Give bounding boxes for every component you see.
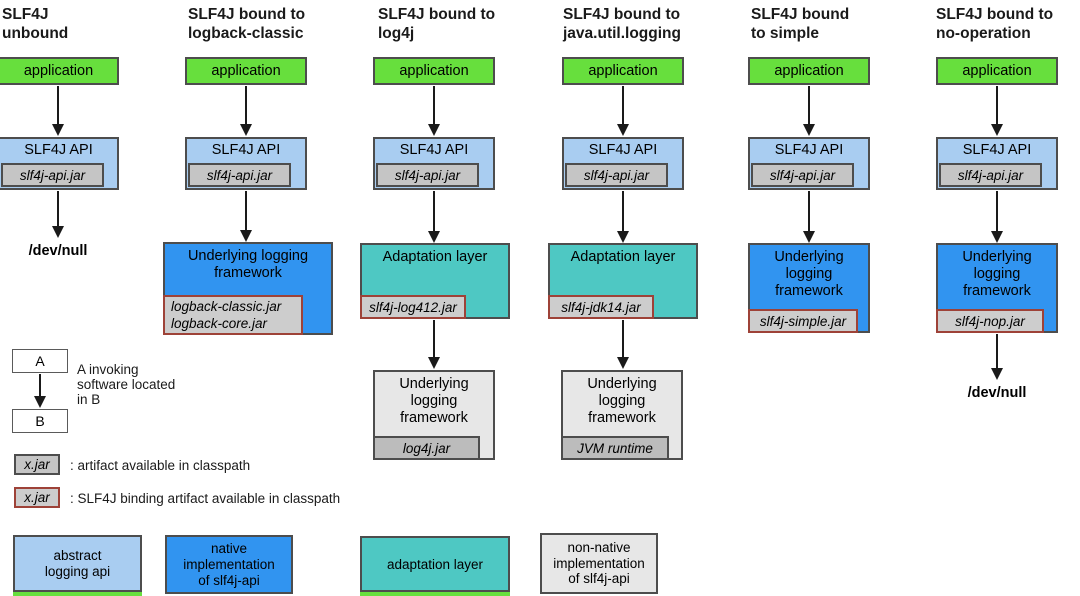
application-label: application — [774, 62, 844, 79]
legend-binding-jar: x.jar — [14, 487, 60, 508]
slf4j-api-jar: slf4j-api.jar — [751, 163, 854, 187]
dev-null-label: /dev/null — [28, 243, 88, 259]
down-arrow — [991, 86, 1003, 136]
slf4j-api-box: SLF4J API slf4j-api.jar — [0, 137, 119, 190]
dev-null-label: /dev/null — [967, 385, 1027, 401]
down-arrow — [52, 191, 64, 238]
column-title-log4j: SLF4J bound to log4j — [378, 6, 496, 42]
underlying-framework-box: Underlying logging framework slf4j-simpl… — [748, 243, 870, 333]
down-arrow — [803, 191, 815, 243]
down-arrow — [428, 86, 440, 136]
application-label: application — [399, 62, 469, 79]
column-title-jul: SLF4J bound to java.util.logging — [563, 6, 681, 42]
adaptation-layer-box: Adaptation layer slf4j-log412.jar — [360, 243, 510, 319]
down-arrow — [991, 191, 1003, 243]
slf4j-api-label: SLF4J API — [24, 142, 93, 158]
legend-box-a: A — [12, 349, 68, 373]
down-arrow — [991, 334, 1003, 380]
legend-box-b-label: B — [35, 412, 45, 429]
column-title-logback: SLF4J bound to logback-classic — [188, 6, 306, 42]
binding-jar: slf4j-jdk14.jar — [548, 295, 654, 319]
application-label: application — [588, 62, 658, 79]
legend-swatch-label: adaptation layer — [386, 556, 484, 572]
column-title-unbound: SLF4J unbound — [2, 6, 69, 42]
underlying-framework-box: Underlying logging framework log4j.jar — [373, 370, 495, 460]
slf4j-api-label: SLF4J API — [211, 142, 281, 158]
artifact-jar: log4j.jar — [373, 436, 480, 460]
slf4j-api-label: SLF4J API — [774, 142, 844, 158]
down-arrow — [428, 320, 440, 369]
legend-swatch-label: native implementation of slf4j-api — [183, 540, 275, 588]
adaptation-layer-label: Adaptation layer — [382, 249, 488, 265]
legend-invoke-caption: A invoking software located in B — [77, 362, 176, 407]
legend-artifact-jar: x.jar — [14, 454, 60, 475]
column-title-simple: SLF4J bound to simple — [751, 6, 850, 42]
column-title-nop: SLF4J bound to no-operation — [936, 6, 1054, 42]
down-arrow — [34, 374, 46, 408]
underlying-framework-box: Underlying logging framework slf4j-nop.j… — [936, 243, 1058, 333]
legend-swatch-native-impl: native implementation of slf4j-api — [165, 535, 293, 594]
slf4j-api-box: SLF4J API slf4j-api.jar — [562, 137, 684, 190]
down-arrow — [617, 320, 629, 369]
binding-jar: slf4j-nop.jar — [936, 309, 1044, 333]
legend-artifact-caption: : artifact available in classpath — [70, 458, 251, 473]
slf4j-api-box: SLF4J API slf4j-api.jar — [748, 137, 870, 190]
down-arrow — [240, 86, 252, 136]
binding-jar: slf4j-simple.jar — [748, 309, 858, 333]
slf4j-api-box: SLF4J API slf4j-api.jar — [185, 137, 307, 190]
binding-jar: logback-classic.jar logback-core.jar — [163, 295, 303, 335]
underlying-framework-box: Underlying logging framework logback-cla… — [163, 242, 333, 335]
legend-box-b: B — [12, 409, 68, 433]
adaptation-layer-box: Adaptation layer slf4j-jdk14.jar — [548, 243, 698, 319]
down-arrow — [803, 86, 815, 136]
down-arrow — [428, 191, 440, 243]
application-box: application — [373, 57, 495, 85]
slf4j-api-box: SLF4J API slf4j-api.jar — [373, 137, 495, 190]
application-label: application — [962, 62, 1032, 79]
underlying-framework-box: Underlying logging framework JVM runtime — [561, 370, 683, 460]
slf4j-api-box: SLF4J API slf4j-api.jar — [936, 137, 1058, 190]
underlying-framework-label: Underlying logging framework — [187, 248, 309, 281]
underlying-framework-label: Underlying logging framework — [774, 249, 844, 299]
underlying-framework-label: Underlying logging framework — [399, 376, 469, 426]
adaptation-layer-label: Adaptation layer — [570, 249, 676, 265]
cut-off-green-box — [13, 592, 142, 596]
legend-swatch-label: abstract logging api — [44, 547, 111, 579]
application-box: application — [0, 57, 119, 85]
down-arrow — [52, 86, 64, 136]
legend-binding-caption: : SLF4J binding artifact available in cl… — [70, 491, 341, 506]
application-box: application — [936, 57, 1058, 85]
legend-swatch-label: non-native implementation of slf4j-api — [553, 540, 645, 587]
legend-swatch-non-native: non-native implementation of slf4j-api — [540, 533, 658, 594]
application-box: application — [185, 57, 307, 85]
cut-off-green-box — [360, 592, 510, 596]
underlying-framework-label: Underlying logging framework — [587, 376, 657, 426]
down-arrow — [617, 86, 629, 136]
slf4j-api-jar: slf4j-api.jar — [376, 163, 479, 187]
slf4j-api-jar: slf4j-api.jar — [188, 163, 291, 187]
legend-swatch-adaptation: adaptation layer — [360, 536, 510, 592]
slf4j-api-jar: slf4j-api.jar — [565, 163, 668, 187]
application-label: application — [211, 62, 281, 79]
slf4j-api-label: SLF4J API — [588, 142, 658, 158]
artifact-jar: JVM runtime — [561, 436, 669, 460]
application-label: application — [23, 62, 94, 79]
application-box: application — [748, 57, 870, 85]
binding-jar: slf4j-log412.jar — [360, 295, 466, 319]
underlying-framework-label: Underlying logging framework — [962, 249, 1032, 299]
down-arrow — [240, 191, 252, 242]
slf4j-api-label: SLF4J API — [399, 142, 469, 158]
down-arrow — [617, 191, 629, 243]
slf4j-api-label: SLF4J API — [962, 142, 1032, 158]
slf4j-api-jar: slf4j-api.jar — [939, 163, 1042, 187]
application-box: application — [562, 57, 684, 85]
slf4j-api-jar: slf4j-api.jar — [1, 163, 104, 187]
legend-swatch-abstract-api: abstract logging api — [13, 535, 142, 592]
legend-box-a-label: A — [35, 352, 45, 369]
